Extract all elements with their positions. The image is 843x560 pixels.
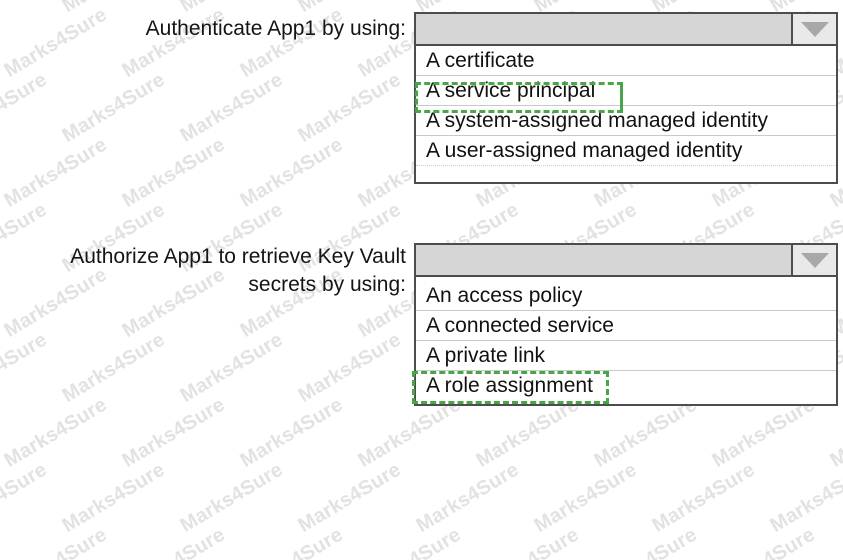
watermark-text: Marks4Sure [530, 458, 641, 537]
question-label-authenticate: Authenticate App1 by using: [145, 17, 406, 40]
watermark-text: Marks4Sure [698, 504, 833, 560]
watermark-text: Marks4Sure [294, 458, 405, 537]
watermark-row: Marks4SureMarks4SureMarks4SureMarks4Sure… [0, 524, 843, 560]
dropdown-option[interactable]: A certificate [416, 46, 836, 76]
dropdown-selected-value-authenticate[interactable] [416, 14, 793, 44]
dropdown-option[interactable]: A system-assigned managed identity [416, 106, 836, 136]
dropdown-authorize[interactable]: An access policy A connected service A p… [414, 243, 838, 406]
watermark-text: Marks4Sure [816, 504, 843, 560]
watermark-text: Marks4Sure [344, 504, 479, 560]
question-block-authorize: Authorize App1 to retrieve Key Vault sec… [70, 243, 838, 406]
question-block-authenticate: Authenticate App1 by using: A certificat… [0, 0, 843, 200]
watermark-text: Marks4Sure [462, 504, 597, 560]
chevron-down-icon [800, 252, 829, 268]
dropdown-header-authorize[interactable] [416, 245, 836, 277]
correct-answer-tick-authenticate [620, 88, 623, 108]
dropdown-toggle-authenticate[interactable] [793, 14, 836, 44]
question-label-authorize: Authorize App1 to retrieve Key Vault sec… [70, 245, 406, 296]
dropdown-selected-value-authorize[interactable] [416, 245, 793, 275]
dropdown-option[interactable]: An access policy [416, 281, 836, 311]
watermark-text: Marks4Sure [0, 504, 124, 560]
content-layer: Authenticate App1 by using: A certificat… [0, 0, 843, 406]
watermark-text: Marks4Sure [412, 458, 523, 537]
watermark-text: Marks4Sure [0, 458, 51, 537]
watermark-text: Marks4Sure [766, 458, 843, 537]
watermark-text: Marks4Sure [580, 504, 715, 560]
dropdown-authenticate[interactable]: A certificate A service principal A syst… [414, 12, 838, 184]
dropdown-option[interactable]: A role assignment [426, 374, 593, 397]
dropdown-list-tail [416, 166, 836, 177]
dropdown-option[interactable]: A connected service [416, 311, 836, 341]
watermark-text: Marks4Sure [648, 458, 759, 537]
dropdown-header-authenticate[interactable] [416, 14, 836, 46]
dropdown-option-list-authenticate[interactable]: A certificate A service principal A syst… [416, 46, 836, 177]
chevron-down-icon [800, 21, 829, 37]
watermark-text: Marks4Sure [108, 504, 243, 560]
watermark-text: Marks4Sure [176, 458, 287, 537]
watermark-text: Marks4Sure [58, 458, 169, 537]
dropdown-option[interactable]: A private link [416, 341, 836, 371]
watermark-text: Marks4Sure [0, 504, 6, 560]
dropdown-option[interactable]: A user-assigned managed identity [416, 136, 836, 166]
dropdown-toggle-authorize[interactable] [793, 245, 836, 275]
dropdown-option-list-authorize[interactable]: An access policy A connected service A p… [416, 281, 836, 401]
watermark-text: Marks4Sure [226, 504, 361, 560]
